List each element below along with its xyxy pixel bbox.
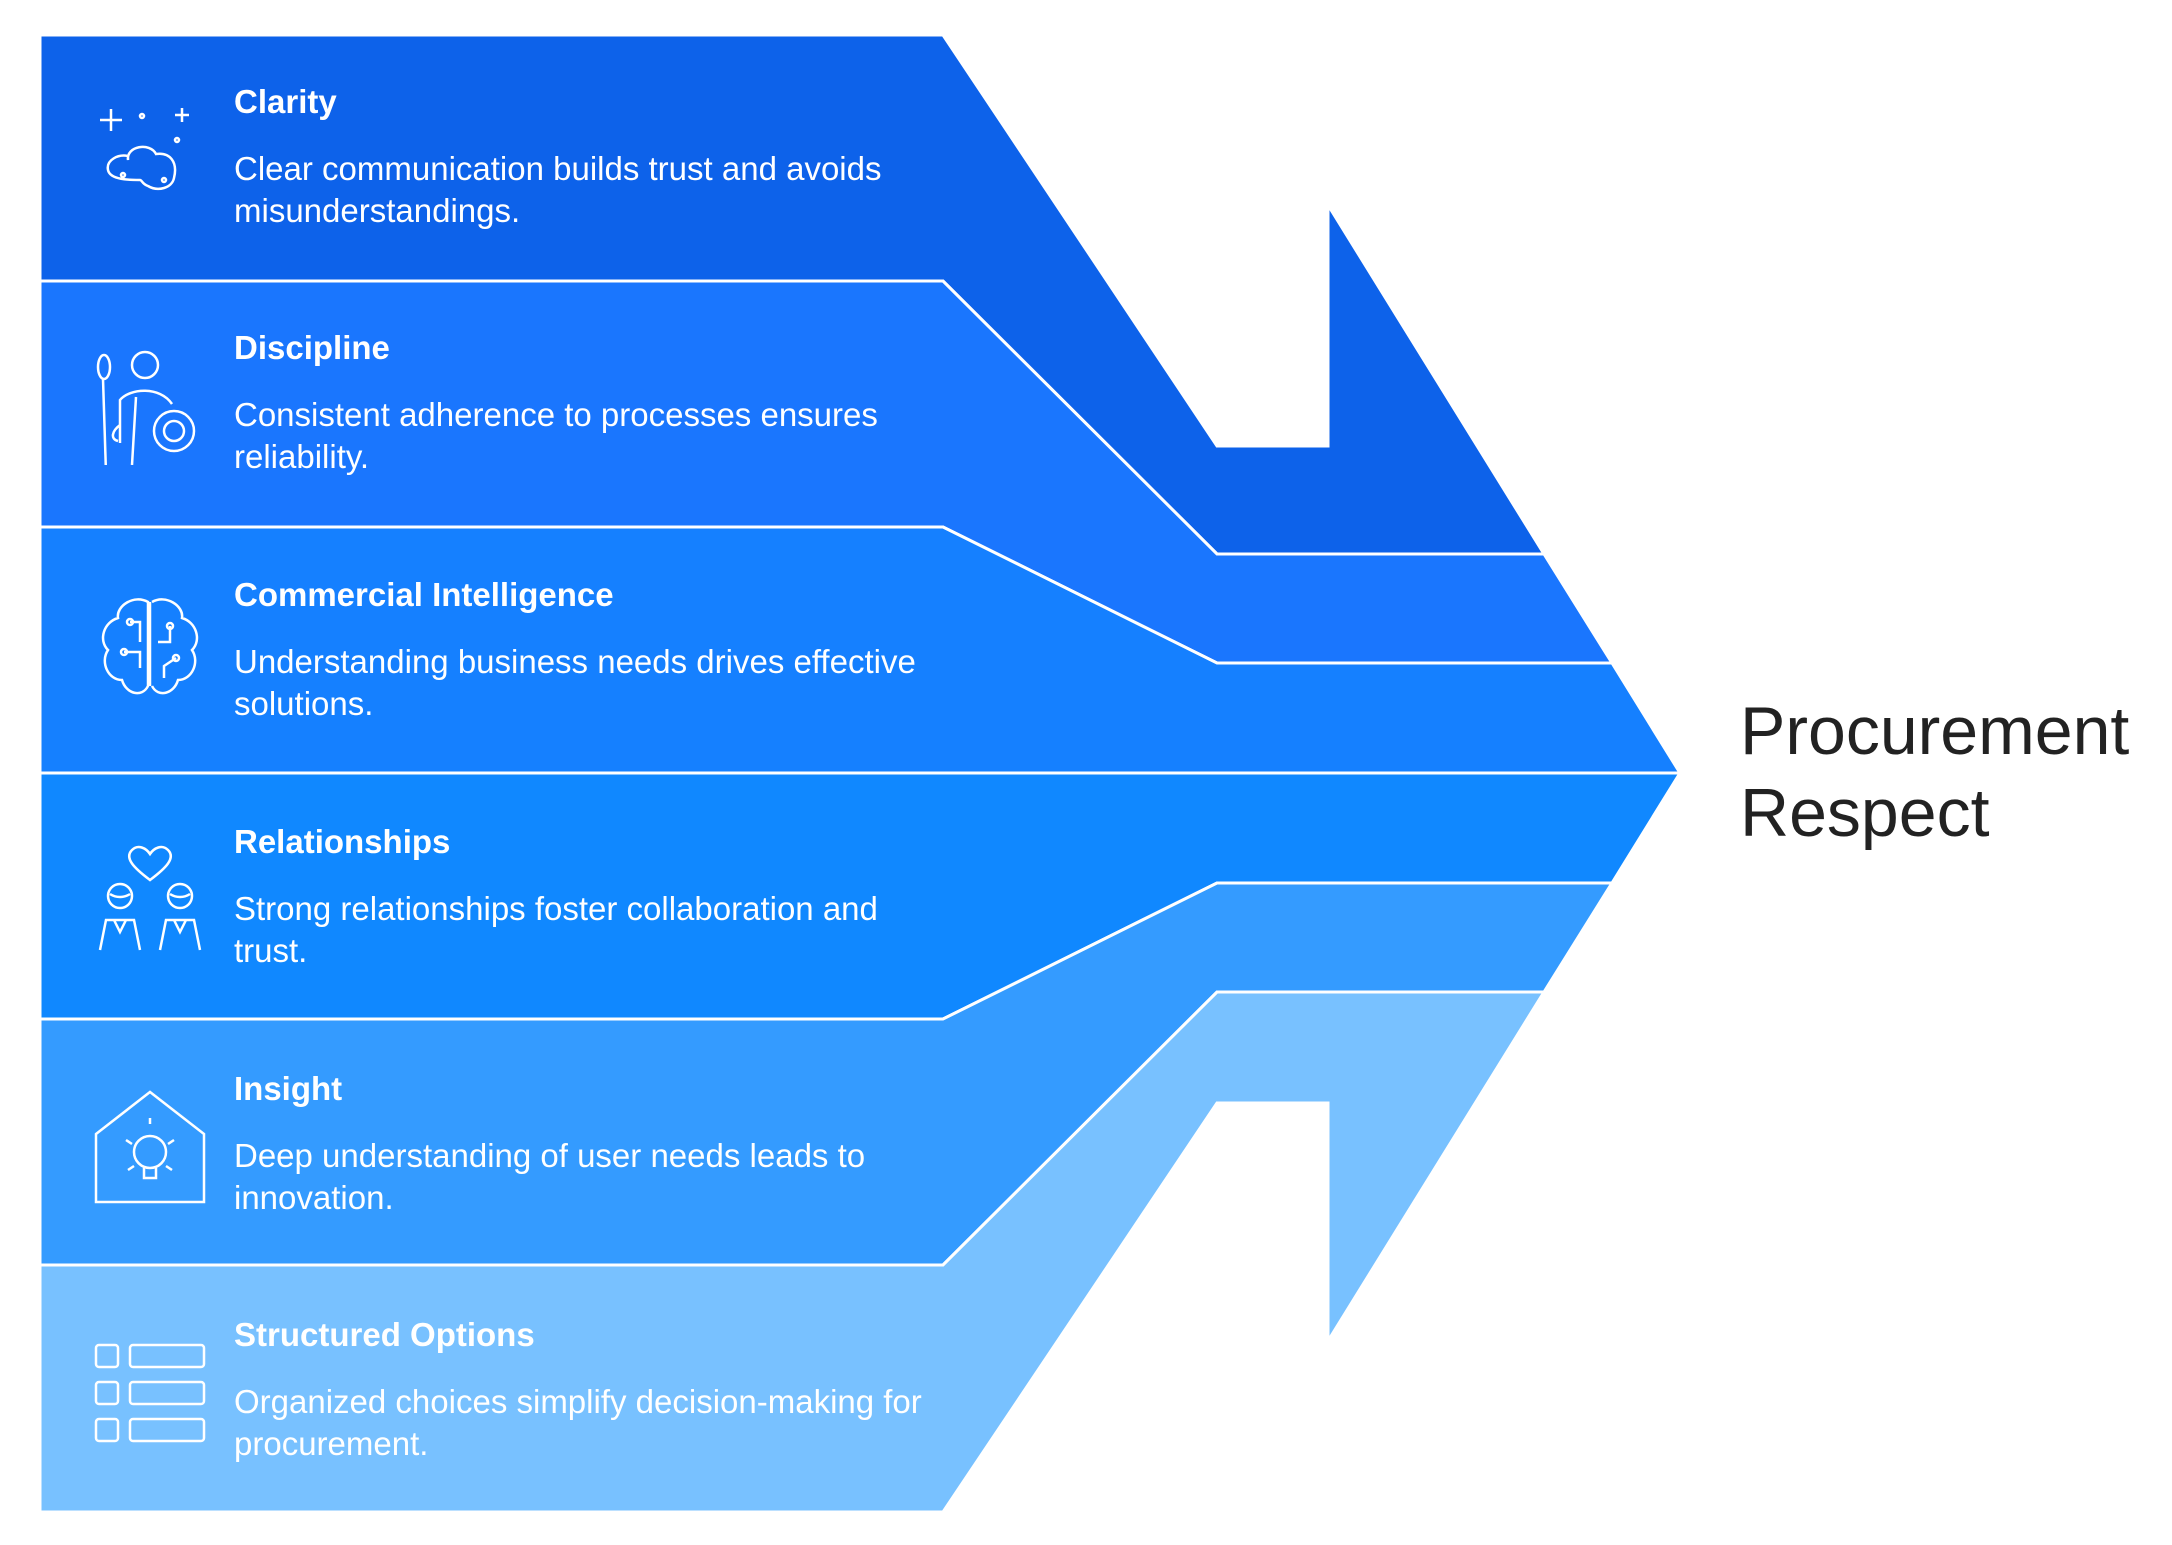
item-relationships: Relationships Strong relationships foste…	[234, 822, 934, 972]
cloud-sparkle-icon	[100, 108, 189, 190]
item-title: Structured Options	[234, 1316, 535, 1353]
house-lightbulb-icon	[94, 1090, 206, 1204]
item-structured-options: Structured Options Organized choices sim…	[234, 1315, 934, 1465]
item-discipline: Discipline Consistent adherence to proce…	[234, 328, 934, 478]
item-title: Clarity	[234, 83, 337, 120]
item-insight: Insight Deep understanding of user needs…	[234, 1069, 934, 1219]
item-title: Discipline	[234, 329, 390, 366]
item-description: Strong relationships foster collaboratio…	[234, 890, 878, 969]
item-title: Commercial Intelligence	[234, 576, 614, 613]
headline-line1: Procurement	[1740, 693, 2130, 769]
headline-line2: Respect	[1740, 775, 1990, 851]
item-clarity: Clarity Clear communication builds trust…	[234, 82, 934, 232]
headline: Procurement Respect	[1740, 690, 2129, 854]
brain-circuit-icon	[101, 598, 199, 695]
item-commercial-intelligence: Commercial Intelligence Understanding bu…	[234, 575, 934, 725]
item-title: Insight	[234, 1070, 343, 1107]
item-description: Clear communication builds trust and avo…	[234, 150, 882, 229]
item-description: Consistent adherence to processes ensure…	[234, 396, 878, 475]
list-options-icon	[94, 1343, 206, 1443]
warrior-shield-icon	[96, 350, 196, 465]
item-description: Understanding business needs drives effe…	[234, 643, 916, 722]
people-heart-icon	[98, 845, 202, 951]
item-description: Organized choices simplify decision-maki…	[234, 1383, 922, 1462]
item-title: Relationships	[234, 823, 451, 860]
band-structured-options	[38, 990, 1547, 1514]
item-description: Deep understanding of user needs leads t…	[234, 1137, 866, 1216]
